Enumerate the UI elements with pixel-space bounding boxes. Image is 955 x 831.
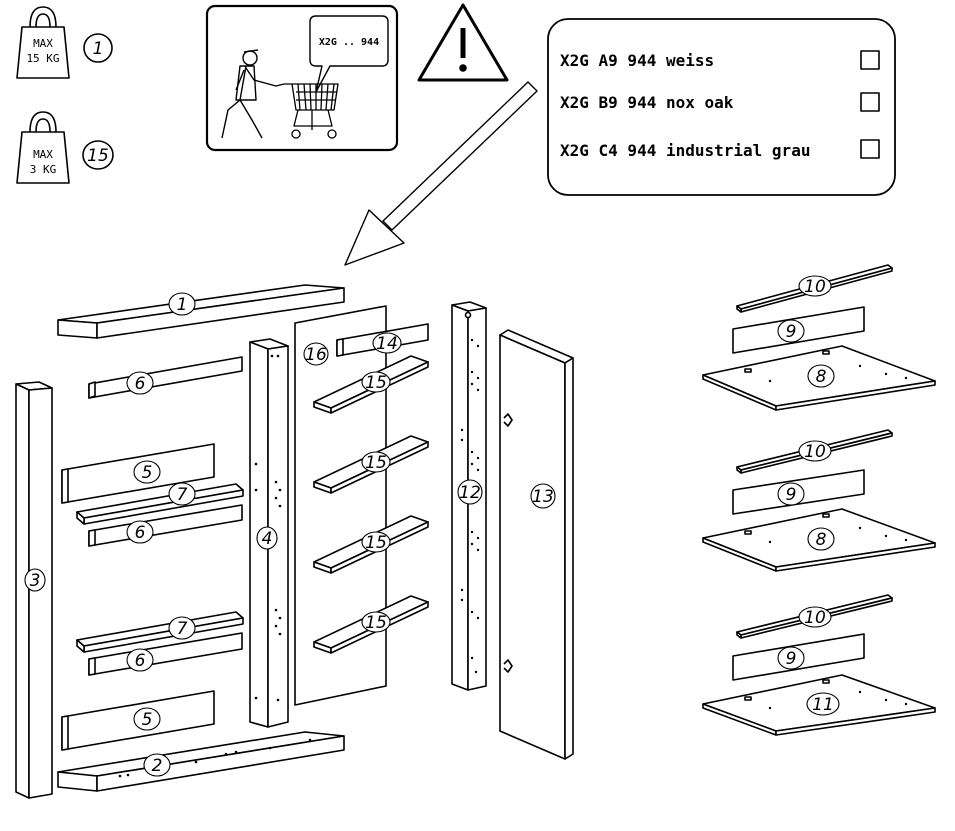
- svg-text:2: 2: [152, 756, 163, 776]
- svg-text:10: 10: [804, 277, 826, 297]
- svg-text:6: 6: [135, 651, 146, 671]
- part-label-6: 6: [126, 371, 154, 395]
- part-7-rail: [76, 483, 244, 525]
- part-label-11: 11: [806, 692, 840, 716]
- weight-max-text: MAX: [33, 37, 53, 50]
- svg-text:15: 15: [365, 533, 387, 553]
- part-6-rail: [88, 356, 243, 399]
- part-label-16: 16: [303, 342, 329, 366]
- svg-text:6: 6: [135, 523, 146, 543]
- svg-text:7: 7: [177, 619, 188, 639]
- svg-text:1: 1: [93, 39, 104, 59]
- svg-text:5: 5: [142, 463, 153, 483]
- product-checkbox[interactable]: [860, 50, 880, 70]
- svg-text:13: 13: [532, 487, 554, 507]
- part-label-5: 5: [133, 460, 161, 484]
- part-label-5: 5: [133, 707, 161, 731]
- svg-text:3: 3: [30, 571, 41, 591]
- svg-text:12: 12: [459, 483, 481, 503]
- svg-text:9: 9: [786, 485, 797, 505]
- part-label-10: 10: [798, 606, 832, 628]
- shopping-illustration: X2G .. 944: [205, 4, 399, 152]
- part-label-6: 6: [126, 520, 154, 544]
- part-label-15: 15: [361, 451, 391, 473]
- part-label-15: 15: [361, 611, 391, 633]
- part-label-2: 2: [143, 753, 171, 777]
- part-label-9: 9: [777, 482, 805, 506]
- weight-part-callout-15: 15: [82, 140, 114, 170]
- svg-text:6: 6: [135, 374, 146, 394]
- product-code: X2G C4 944 industrial grau: [560, 141, 810, 160]
- svg-text:15: 15: [365, 373, 387, 393]
- part-1-top-panel: [57, 284, 345, 339]
- svg-text:10: 10: [804, 608, 826, 628]
- svg-text:15: 15: [365, 613, 387, 633]
- part-label-7: 7: [168, 482, 196, 506]
- svg-text:7: 7: [177, 485, 188, 505]
- svg-text:8: 8: [816, 530, 827, 550]
- part-label-13: 13: [530, 483, 556, 509]
- part-label-12: 12: [457, 479, 483, 505]
- part-label-10: 10: [798, 275, 832, 297]
- part-13-door: [499, 329, 574, 760]
- svg-text:9: 9: [786, 322, 797, 342]
- svg-text:8: 8: [816, 367, 827, 387]
- part-label-15: 15: [361, 371, 391, 393]
- product-code: X2G B9 944 nox oak: [560, 93, 734, 112]
- shopping-cart-icon: [284, 83, 339, 139]
- person-icon: [221, 49, 285, 139]
- weight-part-callout-1: 1: [83, 33, 113, 63]
- product-row: X2G A9 944 weiss: [560, 50, 880, 70]
- part-6-rail: [88, 632, 243, 676]
- svg-text:10: 10: [804, 442, 826, 462]
- weight-limit-icon-15: MAX 3 KG: [16, 111, 70, 184]
- part-2-bottom-panel: [57, 731, 345, 792]
- weight-value-text: 3 KG: [30, 163, 57, 176]
- svg-text:15: 15: [365, 453, 387, 473]
- svg-text:11: 11: [812, 695, 834, 715]
- svg-text:1: 1: [177, 295, 188, 315]
- part-label-7: 7: [168, 616, 196, 640]
- svg-text:14: 14: [376, 334, 398, 354]
- warning-icon: [417, 3, 509, 82]
- product-checkbox[interactable]: [860, 139, 880, 159]
- part-3-side-panel: [15, 381, 53, 799]
- cart-product-label: X2G .. 944: [319, 37, 379, 48]
- part-label-9: 9: [777, 646, 805, 670]
- part-label-14: 14: [372, 332, 402, 354]
- svg-text:4: 4: [262, 529, 273, 549]
- part-label-8: 8: [807, 527, 835, 551]
- product-code: X2G A9 944 weiss: [560, 51, 714, 70]
- product-checkbox[interactable]: [860, 92, 880, 112]
- svg-text:16: 16: [305, 345, 327, 365]
- part-label-3: 3: [24, 568, 46, 592]
- part-label-8: 8: [807, 364, 835, 388]
- part-label-9: 9: [777, 319, 805, 343]
- part-label-1: 1: [168, 292, 196, 316]
- weight-max-text: MAX: [33, 148, 53, 161]
- weight-limit-icon-1: MAX 15 KG: [16, 6, 70, 79]
- part-label-4: 4: [256, 526, 278, 550]
- svg-text:15: 15: [87, 146, 109, 166]
- product-row: X2G B9 944 nox oak: [560, 92, 880, 112]
- product-row: X2G C4 944 industrial grau: [560, 139, 880, 160]
- pointer-arrow: [344, 81, 538, 266]
- weight-value-text: 15 KG: [26, 52, 59, 65]
- svg-text:9: 9: [786, 649, 797, 669]
- part-label-6: 6: [126, 648, 154, 672]
- part-callouts: 1 2 3 4 5 5 6 6 6 7 7 8 8 9 9 9 10 10 10…: [24, 275, 840, 777]
- product-variant-box: X2G A9 944 weiss X2G B9 944 nox oak X2G …: [547, 18, 896, 196]
- part-label-10: 10: [798, 440, 832, 462]
- svg-text:5: 5: [142, 710, 153, 730]
- part-label-15: 15: [361, 531, 391, 553]
